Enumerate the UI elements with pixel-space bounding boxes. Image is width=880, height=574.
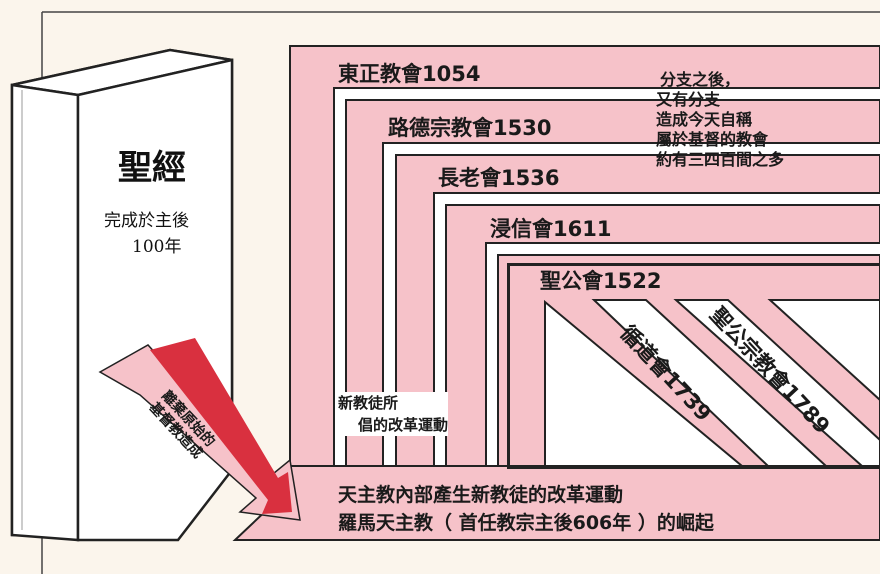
- bible-book: [10, 48, 234, 542]
- reform-label-line: 倡的改革運動: [358, 416, 449, 434]
- branch-line-lutheran: [382, 142, 880, 466]
- bottom-line-1: 天主教內部產生新教徒的改革運動: [338, 484, 624, 506]
- reform-label: 新教徒所 倡的改革運動: [338, 392, 449, 436]
- book-title: 聖經: [118, 148, 186, 188]
- note-line: 又有分支: [656, 90, 721, 109]
- branch-label-presbyterian: 長老會1536: [438, 166, 560, 190]
- departure-arrow: [98, 338, 301, 521]
- episcopal-band: [673, 299, 880, 467]
- note-gap: [660, 90, 780, 98]
- note-line: 屬於基督的教會: [656, 130, 769, 149]
- branch-line-presbyterian: [433, 192, 880, 466]
- book-subtitle: 完成於主後: [104, 211, 189, 231]
- branch-lines: [333, 87, 880, 466]
- branch-label-lutheran: 路德宗教會1530: [388, 116, 552, 140]
- note-text: 分支之後， 又有分支 造成今天自稱 屬於基督的教會 約有三四百間之多: [656, 70, 784, 170]
- branch-label-baptist: 浸信會1611: [490, 217, 612, 241]
- book-year: 100年: [132, 237, 182, 257]
- note-line: 分支之後，: [660, 70, 741, 89]
- reform-label-line: 新教徒所: [338, 394, 399, 412]
- branch-line-baptist: [485, 242, 880, 466]
- right-band: [767, 299, 880, 402]
- branch-line-orthodox: [333, 87, 880, 466]
- note-line: 約有三四百間之多: [656, 150, 785, 169]
- note-line: 造成今天自稱: [656, 110, 753, 129]
- branch-label-orthodox: 東正教會1054: [338, 62, 481, 86]
- branch-label-anglican: 聖公會1522: [540, 269, 662, 293]
- bottom-line-2: 羅馬天主教（ 首任教宗主後606年 ）的崛起: [338, 512, 714, 534]
